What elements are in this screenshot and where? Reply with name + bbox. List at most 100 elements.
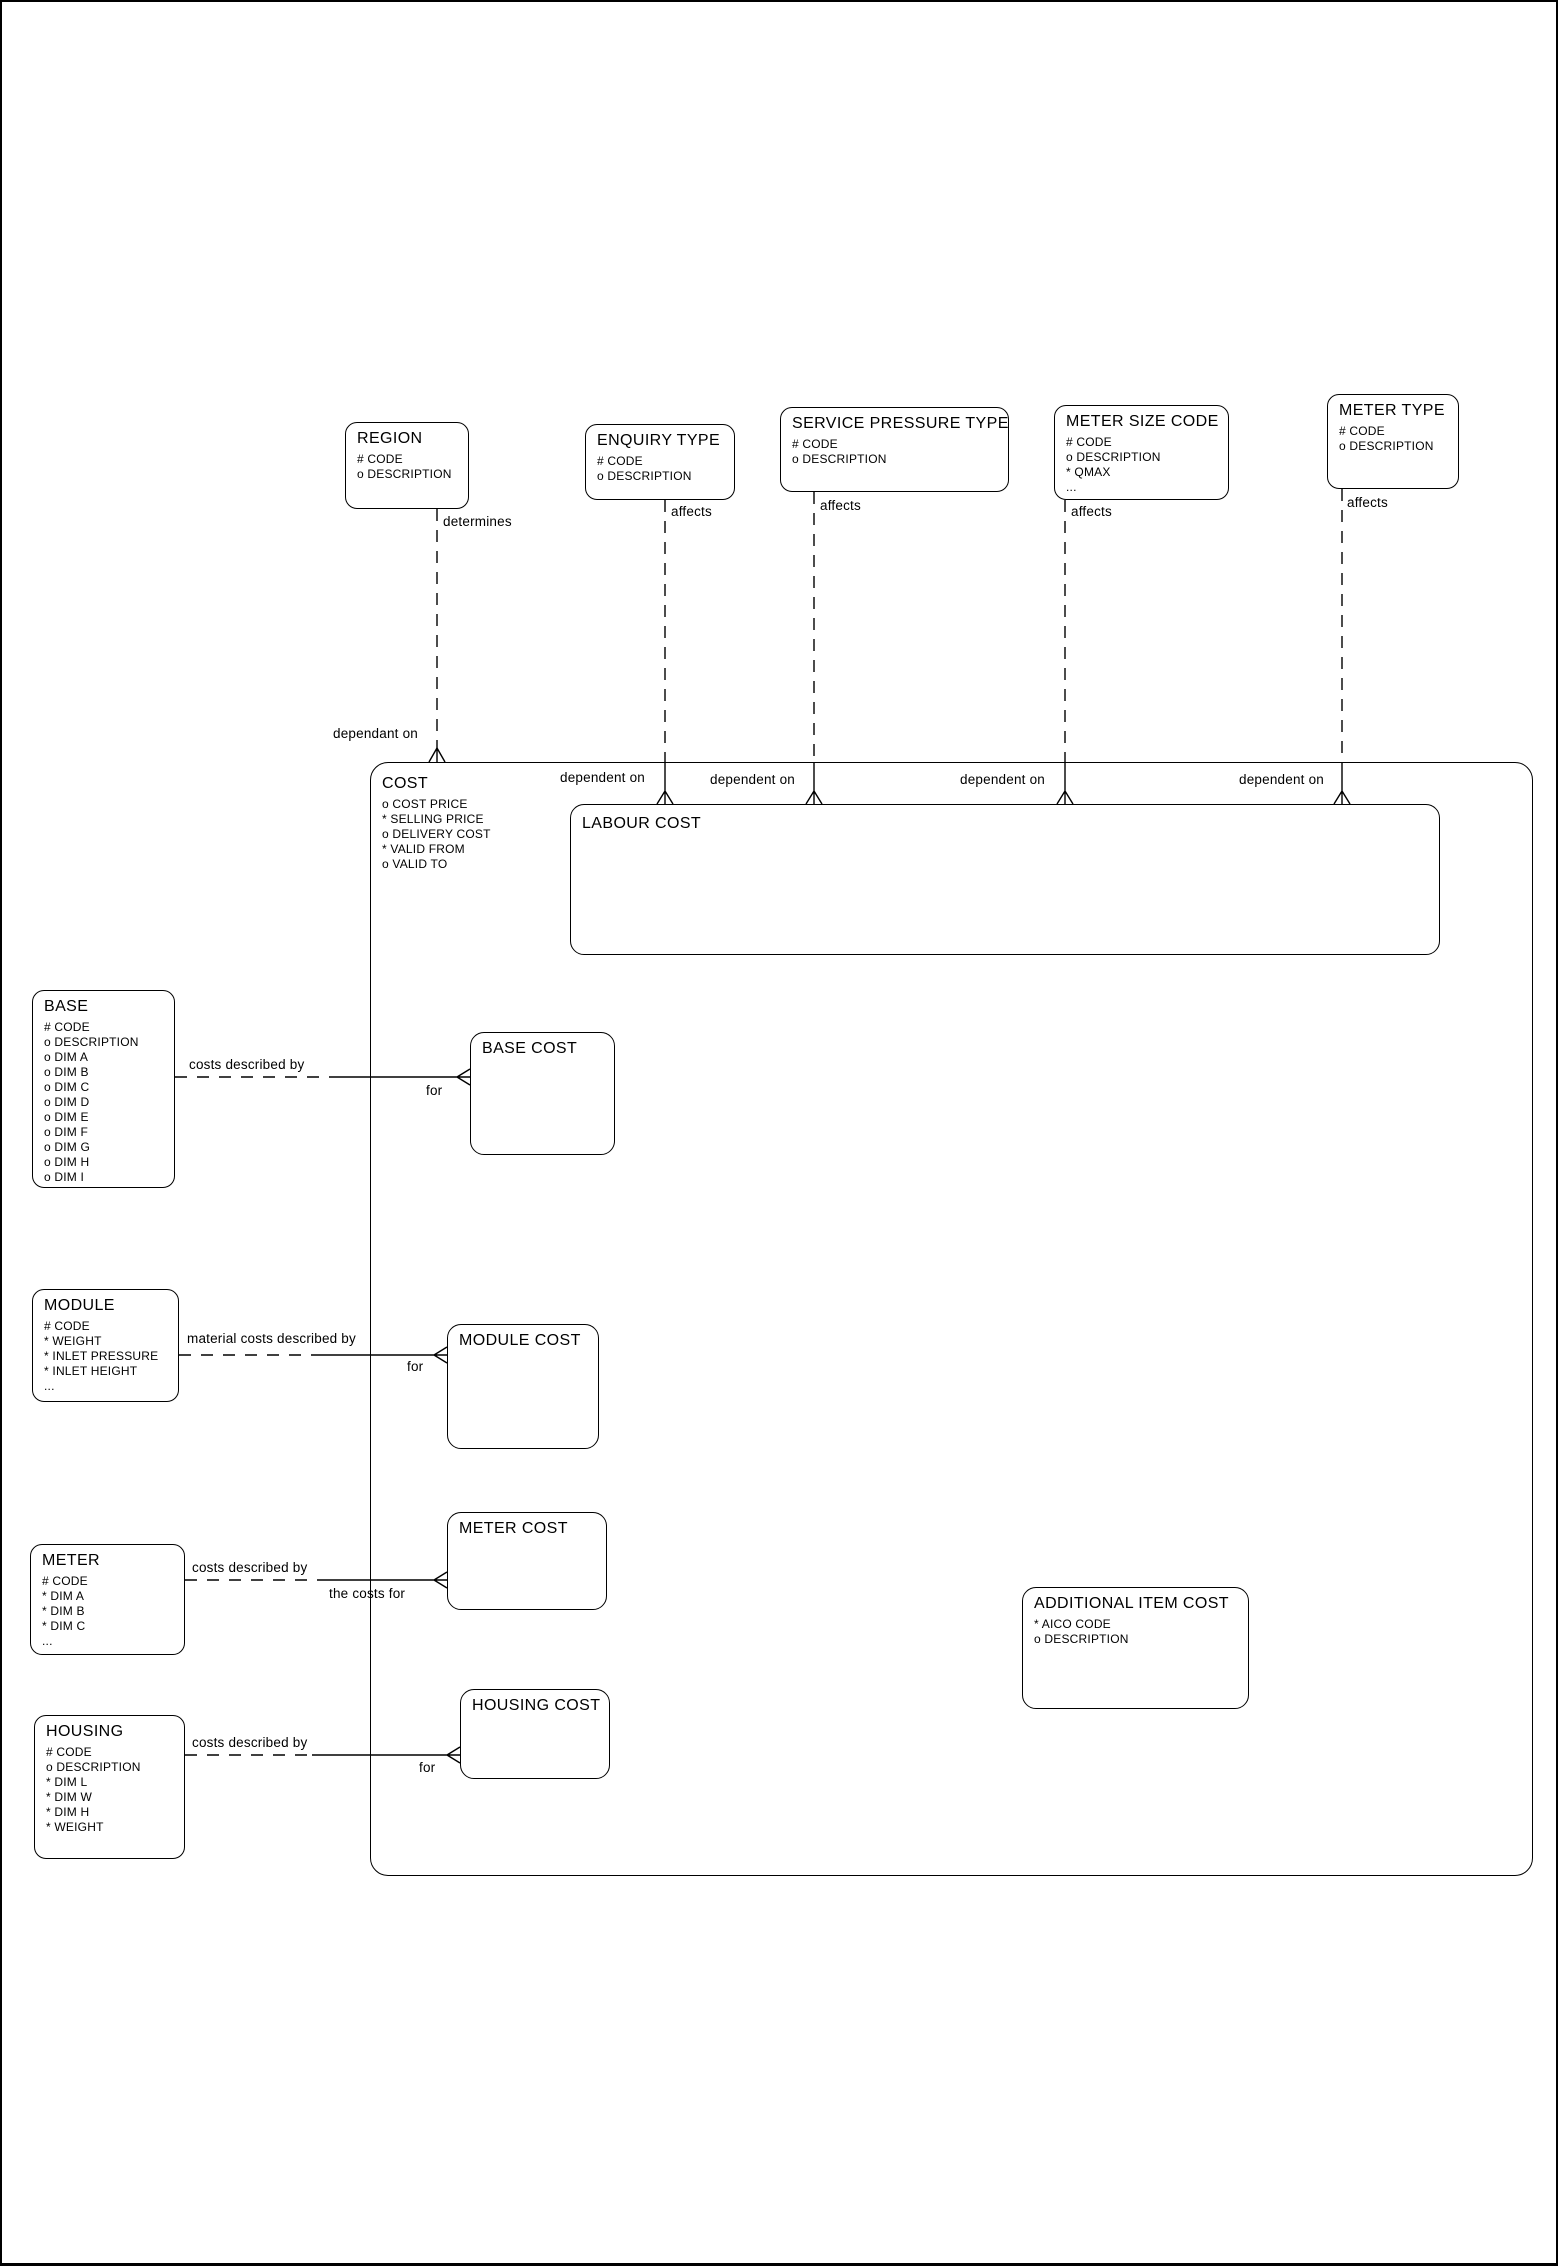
entity-title: METER COST bbox=[459, 1520, 568, 1537]
entity-attribute: o DESCRIPTION bbox=[1066, 450, 1161, 464]
entity-attribute: o DIM H bbox=[44, 1155, 90, 1169]
entity-base-cost[interactable]: BASE COST bbox=[470, 1032, 615, 1155]
entity-attribute: # CODE bbox=[44, 1020, 90, 1034]
entity-attributes: # CODE* DIM A* DIM B* DIM C... bbox=[42, 1574, 176, 1649]
entity-attribute: o DIM E bbox=[44, 1110, 89, 1124]
entity-attribute: o DESCRIPTION bbox=[1339, 439, 1434, 453]
entity-title: METER SIZE CODE bbox=[1066, 413, 1219, 430]
entity-attribute: o DIM C bbox=[44, 1080, 90, 1094]
entity-module[interactable]: MODULE # CODE* WEIGHT* INLET PRESSURE* I… bbox=[32, 1289, 179, 1402]
entity-attribute: o DESCRIPTION bbox=[44, 1035, 139, 1049]
entity-attribute: o DESCRIPTION bbox=[1034, 1632, 1129, 1646]
rel-label-for-base: for bbox=[426, 1083, 443, 1098]
entity-attribute: # CODE bbox=[792, 437, 838, 451]
entity-attribute: o DIM A bbox=[44, 1050, 89, 1064]
entity-attribute: * DIM W bbox=[46, 1790, 93, 1804]
rel-label-costs-described-by-meter: costs described by bbox=[192, 1560, 308, 1575]
entity-attributes: # CODE* WEIGHT* INLET PRESSURE* INLET HE… bbox=[44, 1319, 170, 1394]
entity-attribute: # CODE bbox=[1066, 435, 1112, 449]
entity-meter-cost[interactable]: METER COST bbox=[447, 1512, 607, 1610]
entity-title: BASE bbox=[44, 998, 89, 1015]
entity-title: MODULE bbox=[44, 1297, 115, 1314]
rel-label-the-costs-for: the costs for bbox=[329, 1586, 406, 1601]
rel-label-for-housing: for bbox=[419, 1760, 436, 1775]
entity-attribute: * WEIGHT bbox=[46, 1820, 104, 1834]
entity-housing-cost[interactable]: HOUSING COST bbox=[460, 1689, 610, 1779]
entity-attribute: * AICO CODE bbox=[1034, 1617, 1111, 1631]
entity-title: METER TYPE bbox=[1339, 402, 1445, 419]
entity-attribute: # CODE bbox=[42, 1574, 88, 1588]
rel-label-for-module: for bbox=[407, 1359, 424, 1374]
entity-attribute: o DESCRIPTION bbox=[46, 1760, 141, 1774]
connector-meter-meter-cost bbox=[185, 1571, 448, 1589]
rel-label-determines: determines bbox=[443, 514, 512, 529]
entity-attribute: # CODE bbox=[44, 1319, 90, 1333]
rel-label-material-costs-described-by: material costs described by bbox=[187, 1331, 356, 1346]
entity-title: ADDITIONAL ITEM COST bbox=[1034, 1595, 1229, 1612]
entity-attribute: * DIM B bbox=[42, 1604, 85, 1618]
entity-attribute: * DIM A bbox=[42, 1589, 85, 1603]
connector-meter-size-code-labour-cost bbox=[1056, 500, 1074, 805]
connector-housing-housing-cost bbox=[185, 1746, 461, 1764]
rel-label-affects-service: affects bbox=[820, 498, 861, 513]
entity-attribute: * DIM C bbox=[42, 1619, 86, 1633]
entity-attribute: * DIM H bbox=[46, 1805, 90, 1819]
entity-attribute: * QMAX bbox=[1066, 465, 1111, 479]
entity-attribute: # CODE bbox=[597, 454, 643, 468]
entity-attribute: o DIM F bbox=[44, 1125, 89, 1139]
rel-label-dependent-on-meter-size: dependent on bbox=[960, 772, 1045, 787]
entity-attribute: o DELIVERY COST bbox=[382, 827, 491, 841]
rel-label-dependent-on-service: dependent on bbox=[710, 772, 795, 787]
connector-service-pressure-type-labour-cost bbox=[805, 492, 823, 805]
entity-attribute: o DESCRIPTION bbox=[357, 467, 452, 481]
rel-label-dependent-on-enquiry: dependent on bbox=[560, 770, 645, 785]
connector-meter-type-labour-cost bbox=[1333, 489, 1351, 805]
entity-attribute: * WEIGHT bbox=[44, 1334, 102, 1348]
entity-attribute: o DESCRIPTION bbox=[597, 469, 692, 483]
entity-attribute: * SELLING PRICE bbox=[382, 812, 484, 826]
entity-attribute: o DIM D bbox=[44, 1095, 90, 1109]
entity-attribute: ... bbox=[44, 1379, 55, 1393]
entity-module-cost[interactable]: MODULE COST bbox=[447, 1324, 599, 1449]
rel-label-dependant-on: dependant on bbox=[333, 726, 418, 741]
entity-attribute: ... bbox=[1066, 480, 1077, 494]
entity-title: HOUSING bbox=[46, 1723, 124, 1740]
entity-attribute: * INLET HEIGHT bbox=[44, 1364, 138, 1378]
entity-attribute: # CODE bbox=[1339, 424, 1385, 438]
entity-title: ENQUIRY TYPE bbox=[597, 432, 721, 449]
entity-title: LABOUR COST bbox=[582, 815, 702, 832]
rel-label-costs-described-by-base: costs described by bbox=[189, 1057, 305, 1072]
connector-base-base-cost bbox=[175, 1068, 471, 1086]
connector-region-cost bbox=[428, 509, 446, 763]
entity-title: MODULE COST bbox=[459, 1332, 581, 1349]
entity-meter[interactable]: METER # CODE* DIM A* DIM B* DIM C... bbox=[30, 1544, 185, 1655]
entity-attribute: o DIM B bbox=[44, 1065, 89, 1079]
entity-attribute: # CODE bbox=[46, 1745, 92, 1759]
entity-attribute: o DIM I bbox=[44, 1170, 85, 1184]
rel-label-costs-described-by-housing: costs described by bbox=[192, 1735, 308, 1750]
entity-attribute: * INLET PRESSURE bbox=[44, 1349, 159, 1363]
entity-attribute: o COST PRICE bbox=[382, 797, 468, 811]
rel-label-affects-meter-type: affects bbox=[1347, 495, 1388, 510]
entity-labour-cost[interactable]: LABOUR COST bbox=[570, 804, 1440, 955]
entity-title: METER bbox=[42, 1552, 100, 1569]
entity-attribute: o DESCRIPTION bbox=[792, 452, 887, 466]
